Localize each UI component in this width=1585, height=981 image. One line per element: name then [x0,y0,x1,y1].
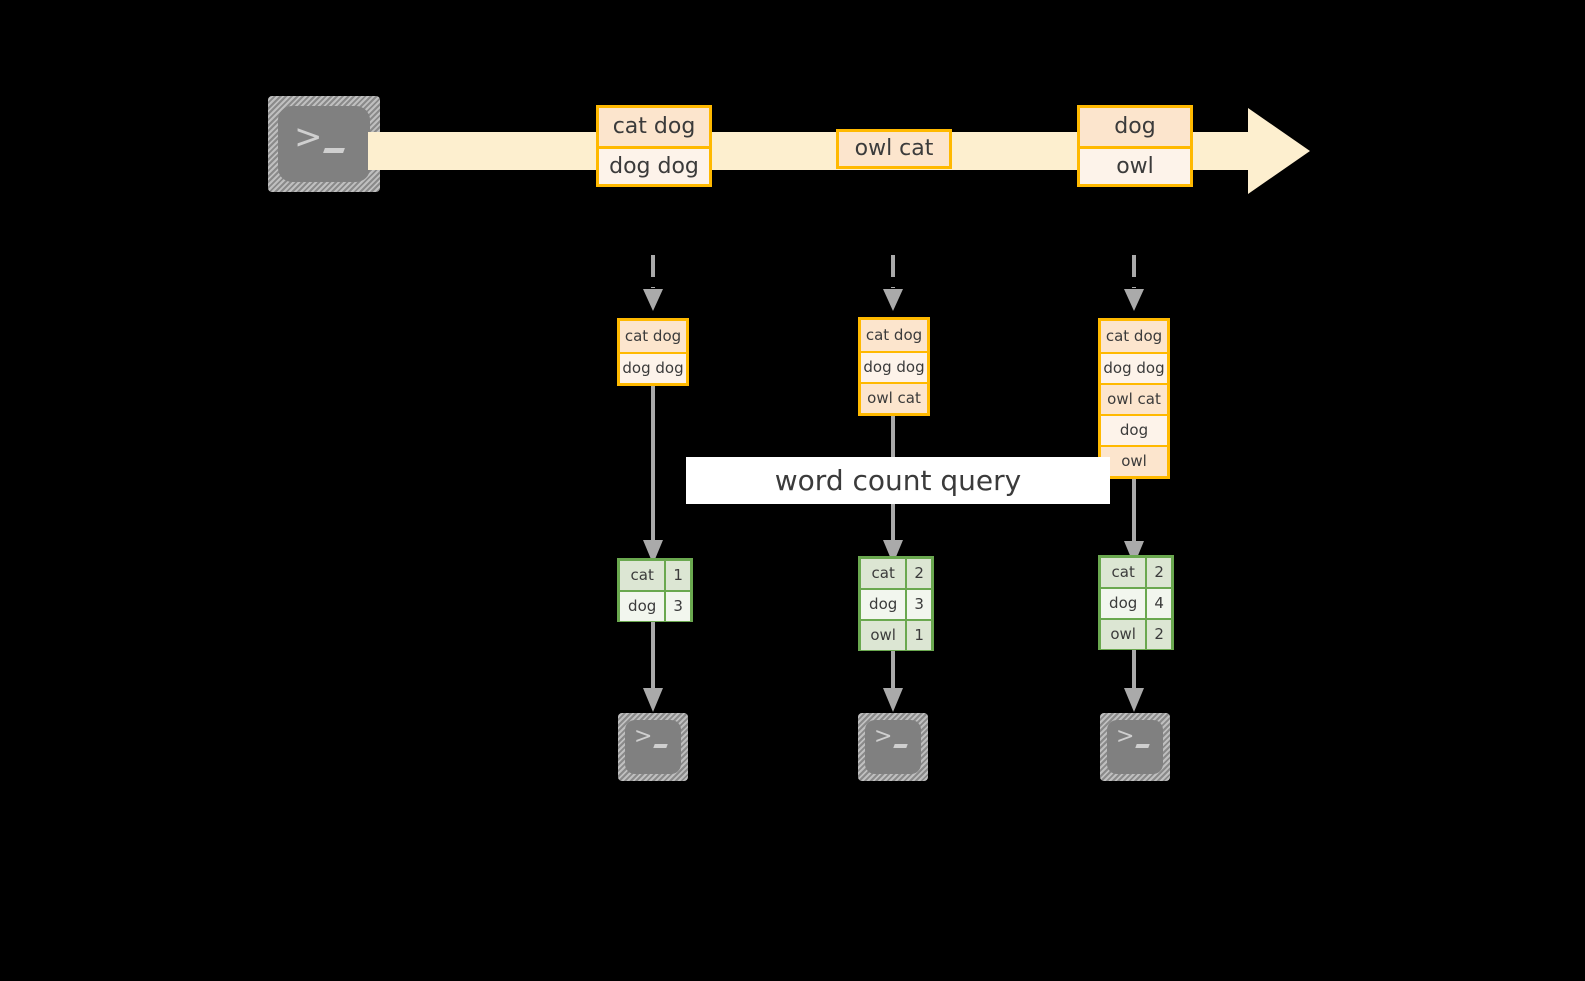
terminal-prompt-underscore [1135,744,1150,748]
terminal-prompt-underscore [323,148,345,153]
message-line: cat dog [599,108,709,146]
stack-row: owl cat [1101,383,1167,414]
terminal-screen: > [1107,720,1163,774]
stack-row: dog dog [861,351,927,382]
cell-count: 4 [1145,589,1171,618]
cell-count: 2 [1145,558,1171,587]
cell-count: 1 [664,561,690,590]
snapshot-2-stack: cat dog dog dog owl cat [858,317,930,416]
stack-row: dog [1101,414,1167,445]
table-row: dog 4 [1101,587,1171,618]
table-row: cat 1 [620,561,690,590]
terminal-screen: > [625,720,681,774]
terminal-screen: > [278,106,370,182]
output-connector-2 [878,651,908,714]
table-row: cat 2 [861,559,931,588]
stack-row: cat dog [620,321,686,352]
cell-word: dog [1101,589,1146,618]
stack-row: owl [1101,445,1167,476]
dashed-connector-3 [1119,255,1149,315]
terminal-prompt-chevron: > [1116,724,1135,749]
table-row: owl 2 [1101,618,1171,649]
message-line: dog dog [599,146,709,184]
terminal-prompt-underscore [653,744,668,748]
stream-message-3: dog owl [1077,105,1193,187]
stack-row: owl cat [861,382,927,413]
table-row: cat 2 [1101,558,1171,587]
snapshot-1-result-table: cat 1 dog 3 [617,558,693,622]
stack-row: cat dog [1101,321,1167,352]
snapshot-3-stack: cat dog dog dog owl cat dog owl [1098,318,1170,479]
stream-message-2: owl cat [836,129,952,169]
snapshot-2-consumer-terminal-icon: > [858,713,928,781]
stack-row: cat dog [861,320,927,351]
cell-word: dog [861,590,906,619]
snapshot-1-stack: cat dog dog dog [617,318,689,386]
cell-word: owl [1101,620,1146,649]
table-row: dog 3 [620,590,690,621]
output-connector-3 [1119,650,1149,714]
query-banner: word count query [686,457,1110,504]
stack-row: dog dog [620,352,686,383]
message-line: owl [1080,146,1190,184]
cell-word: cat [1101,558,1146,587]
snapshot-2-result-table: cat 2 dog 3 owl 1 [858,556,934,651]
snapshot-3-result-table: cat 2 dog 4 owl 2 [1098,555,1174,650]
cell-count: 2 [1145,620,1171,649]
terminal-prompt-underscore [893,744,908,748]
snapshot-3-consumer-terminal-icon: > [1100,713,1170,781]
query-connector-1 [638,386,668,566]
query-banner-label: word count query [774,463,1022,497]
message-line: dog [1080,108,1190,146]
stack-row: dog dog [1101,352,1167,383]
cell-count: 3 [664,592,690,621]
cell-word: cat [620,561,665,590]
table-row: owl 1 [861,619,931,650]
dashed-connector-2 [878,255,908,315]
cell-count: 3 [905,590,931,619]
terminal-screen: > [865,720,921,774]
terminal-prompt-chevron: > [294,117,323,157]
producer-terminal-icon: > [268,96,380,192]
terminal-prompt-chevron: > [634,724,653,749]
stream-message-1: cat dog dog dog [596,105,712,187]
cell-word: owl [861,621,906,650]
cell-word: cat [861,559,906,588]
cell-word: dog [620,592,665,621]
output-connector-1 [638,622,668,714]
dashed-connector-1 [638,255,668,315]
terminal-prompt-chevron: > [874,724,893,749]
snapshot-1-consumer-terminal-icon: > [618,713,688,781]
cell-count: 1 [905,621,931,650]
cell-count: 2 [905,559,931,588]
message-line: owl cat [839,132,949,166]
table-row: dog 3 [861,588,931,619]
query-connector-3 [1119,479,1149,566]
